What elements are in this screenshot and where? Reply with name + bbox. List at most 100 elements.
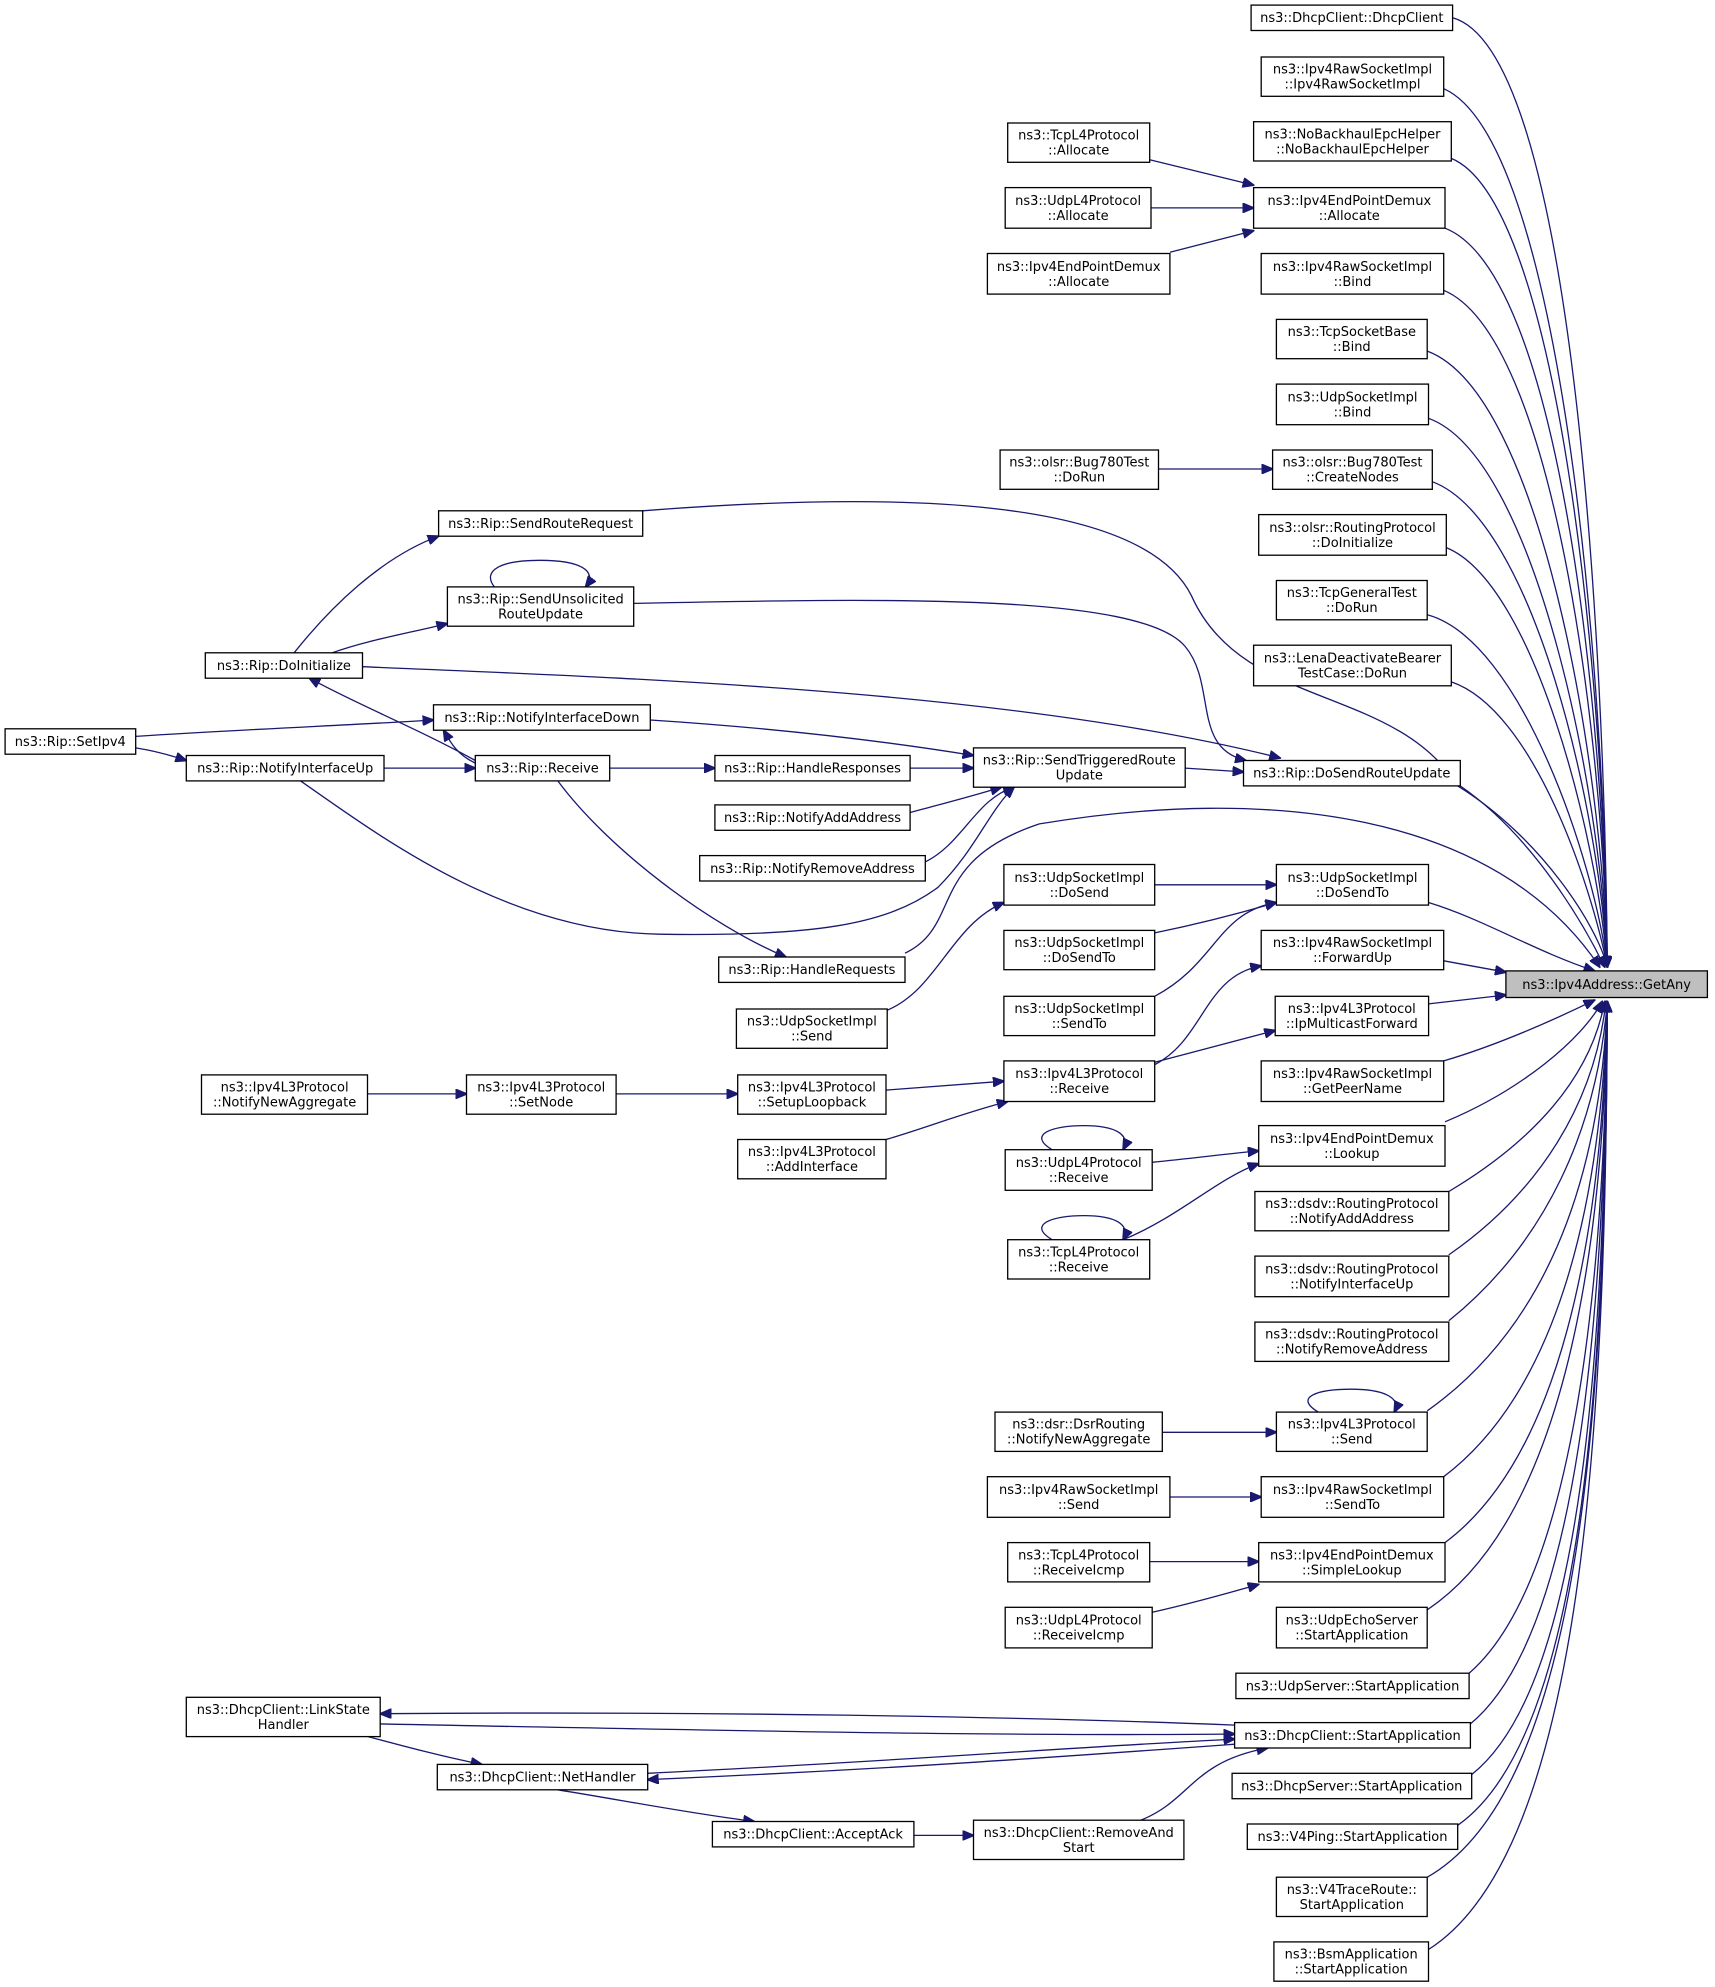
edge-raw_getpeer-to-getany — [1443, 1000, 1595, 1062]
node-udpecho-start[interactable]: ns3::UdpEchoServer::StartApplication — [1275, 1606, 1428, 1649]
node-l3-setnode[interactable]: ns3::Ipv4L3Protocol::SetNode — [465, 1074, 617, 1115]
node-raw-sendto[interactable]: ns3::Ipv4RawSocketImpl::SendTo — [1260, 1476, 1445, 1518]
node-l3-send[interactable]: ns3::Ipv4L3Protocol::Send — [1275, 1411, 1428, 1453]
node-v4ping-start[interactable]: ns3::V4Ping::StartApplication — [1246, 1823, 1459, 1851]
node-rip-handleresp[interactable]: ns3::Rip::HandleResponses — [714, 754, 911, 782]
node-label: ns3::dsdv::RoutingProtocol — [1265, 1197, 1438, 1212]
node-label: ns3::Rip::NotifyAddAddress — [724, 811, 901, 826]
node-box — [999, 449, 1160, 490]
node-demux-simple[interactable]: ns3::Ipv4EndPointDemux::SimpleLookup — [1258, 1541, 1446, 1583]
node-udpl4-allocate[interactable]: ns3::UdpL4Protocol::Allocate — [1004, 186, 1152, 229]
node-bsm-start[interactable]: ns3::BsmApplication::StartApplication — [1273, 1941, 1430, 1982]
node-rip-setipv4[interactable]: ns3::Rip::SetIpv4 — [4, 728, 137, 755]
edge-rip_ifup-to-rip_sendtrig — [300, 780, 1014, 936]
node-label: ::Send — [1331, 1433, 1373, 1448]
node-dhcpclient-start[interactable]: ns3::DhcpClient::StartApplication — [1233, 1721, 1472, 1749]
node-rip-dosend[interactable]: ns3::Rip::DoSendRouteUpdate — [1242, 759, 1461, 787]
node-rip-addaddr[interactable]: ns3::Rip::NotifyAddAddress — [714, 804, 911, 831]
node-udpl4-rxicmp[interactable]: ns3::UdpL4Protocol::ReceiveIcmp — [1004, 1606, 1153, 1649]
node-box — [972, 747, 1186, 788]
edge-rip_receive-to-rip_handlereq — [557, 780, 786, 957]
node-raw-send[interactable]: ns3::Ipv4RawSocketImpl::Send — [986, 1476, 1171, 1518]
edge-bsm_start-to-getany — [1428, 1001, 1608, 1951]
node-tcpl4-allocate[interactable]: ns3::TcpL4Protocol::Allocate — [1007, 122, 1151, 163]
edge-dhcp_linkstate-to-dhcp_nethandler — [367, 1735, 482, 1765]
node-l3-setuplb[interactable]: ns3::Ipv4L3Protocol::SetupLoopback — [737, 1074, 887, 1115]
node-udpsi-dosendto2[interactable]: ns3::UdpSocketImpl::DoSendTo — [1003, 929, 1156, 971]
node-tcpgen-dorun[interactable]: ns3::TcpGeneralTest::DoRun — [1275, 579, 1428, 621]
node-rip-receive[interactable]: ns3::Rip::Receive — [474, 754, 611, 782]
node-udpsi-bind[interactable]: ns3::UdpSocketImpl::Bind — [1275, 383, 1430, 426]
node-tcpl4-rxicmp[interactable]: ns3::TcpL4Protocol::ReceiveIcmp — [1007, 1541, 1151, 1583]
node-tcpl4-receive[interactable]: ns3::TcpL4Protocol::Receive — [1007, 1239, 1151, 1280]
node-bug780-create[interactable]: ns3::olsr::Bug780Test::CreateNodes — [1271, 449, 1433, 490]
node-l3-receive[interactable]: ns3::Ipv4L3Protocol::Receive — [1003, 1060, 1156, 1103]
node-ipv4raw-ctor[interactable]: ns3::Ipv4RawSocketImpl::Ipv4RawSocketImp… — [1260, 56, 1445, 97]
node-dhcp-acceptack[interactable]: ns3::DhcpClient::AcceptAck — [711, 1820, 915, 1848]
node-dhcpclient-ctor[interactable]: ns3::DhcpClient::DhcpClient — [1250, 4, 1454, 32]
node-demux-allocate[interactable]: ns3::Ipv4EndPointDemux::Allocate — [1252, 186, 1446, 229]
node-demux-lookup[interactable]: ns3::Ipv4EndPointDemux::Lookup — [1258, 1124, 1446, 1167]
node-label: ns3::UdpSocketImpl — [747, 1015, 877, 1030]
edge-olsr_doinit-to-getany — [1446, 546, 1607, 968]
node-udpsi-dosend[interactable]: ns3::UdpSocketImpl::DoSend — [1003, 863, 1156, 906]
node-label: ::DoInitialize — [1312, 536, 1393, 551]
node-label: ns3::Ipv4RawSocketImpl — [999, 1483, 1158, 1498]
node-raw-bind[interactable]: ns3::Ipv4RawSocketImpl::Bind — [1260, 252, 1445, 295]
node-rip-ifdown[interactable]: ns3::Rip::NotifyInterfaceDown — [432, 704, 651, 731]
node-nobackhaul-ctor[interactable]: ns3::NoBackhaulEpcHelper::NoBackhaulEpcH… — [1252, 121, 1452, 162]
edge-rip_sendrr-to-getany — [642, 500, 1608, 968]
edge-l3_send-to-getany — [1426, 1001, 1607, 1412]
node-dsr-newagg[interactable]: ns3::dsr::DsrRouting::NotifyNewAggregate — [994, 1411, 1163, 1453]
edge-dsdv_ifup-to-getany — [1448, 1001, 1606, 1256]
node-label: ::Allocate — [1048, 144, 1109, 159]
node-label: ns3::TcpL4Protocol — [1018, 1548, 1139, 1563]
node-l3-ipmcast[interactable]: ns3::Ipv4L3Protocol::IpMulticastForward — [1274, 995, 1430, 1037]
node-udpserver-start[interactable]: ns3::UdpServer::StartApplication — [1235, 1672, 1470, 1700]
node-v4trace-start[interactable]: ns3::V4TraceRoute::StartApplication — [1275, 1876, 1428, 1918]
node-l3-addif[interactable]: ns3::Ipv4L3Protocol::AddInterface — [737, 1138, 887, 1180]
node-box — [737, 1074, 887, 1115]
node-udpl4-receive[interactable]: ns3::UdpL4Protocol::Receive — [1004, 1149, 1153, 1191]
node-dsdv-addaddr[interactable]: ns3::dsdv::RoutingProtocol::NotifyAddAdd… — [1254, 1190, 1450, 1232]
node-getany[interactable]: ns3::Ipv4Address::GetAny — [1505, 970, 1709, 999]
node-tcpsb-bind[interactable]: ns3::TcpSocketBase::Bind — [1275, 318, 1428, 360]
node-label: ns3::Ipv4EndPointDemux — [997, 260, 1161, 275]
node-l3-newagg[interactable]: ns3::Ipv4L3Protocol::NotifyNewAggregate — [200, 1074, 369, 1115]
node-box — [1275, 863, 1430, 906]
node-raw-forwardup[interactable]: ns3::Ipv4RawSocketImpl::ForwardUp — [1260, 929, 1445, 971]
node-label: ::GetPeerName — [1303, 1082, 1402, 1097]
node-dsdv-ifup[interactable]: ns3::dsdv::RoutingProtocol::NotifyInterf… — [1254, 1255, 1450, 1298]
node-udpsi-dosendto[interactable]: ns3::UdpSocketImpl::DoSendTo — [1275, 863, 1430, 906]
node-label: ::Allocate — [1048, 275, 1109, 290]
edge-demux_lookup-to-getany — [1444, 1001, 1602, 1123]
node-rip-sendrr[interactable]: ns3::Rip::SendRouteRequest — [437, 510, 644, 537]
node-rip-rmaddr[interactable]: ns3::Rip::NotifyRemoveAddress — [699, 854, 926, 882]
node-dsdv-rmaddr[interactable]: ns3::dsdv::RoutingProtocol::NotifyRemove… — [1254, 1321, 1450, 1363]
node-udpsi-send[interactable]: ns3::UdpSocketImpl::Send — [735, 1008, 888, 1049]
node-label: ns3::TcpL4Protocol — [1018, 1245, 1139, 1260]
node-bug780-dorun[interactable]: ns3::olsr::Bug780Test::DoRun — [999, 449, 1160, 490]
node-dhcp-nethandler[interactable]: ns3::DhcpClient::NetHandler — [436, 1763, 649, 1791]
node-olsr-doinit[interactable]: ns3::olsr::RoutingProtocol::DoInitialize — [1258, 513, 1447, 556]
node-dhcpserver-start[interactable]: ns3::DhcpServer::StartApplication — [1231, 1772, 1473, 1800]
node-rip-doinit[interactable]: ns3::Rip::DoInitialize — [204, 652, 364, 679]
node-box — [986, 1476, 1171, 1518]
node-udpsi-sendto[interactable]: ns3::UdpSocketImpl::SendTo — [1003, 995, 1156, 1037]
edge-udpsi_send-to-udpsi_dosend — [887, 903, 1004, 1011]
edge-dhcp_linkstate-to-dhcpclient_start — [380, 1723, 1234, 1735]
edge-rip_sendunsol-to-rip_dosend — [633, 599, 1246, 760]
node-box — [737, 1138, 887, 1180]
node-rip-ifup[interactable]: ns3::Rip::NotifyInterfaceUp — [185, 754, 385, 782]
node-label: ns3::Rip::SetIpv4 — [15, 735, 126, 750]
node-raw-getpeer[interactable]: ns3::Ipv4RawSocketImpl::GetPeerName — [1260, 1060, 1445, 1103]
node-rip-handlereq[interactable]: ns3::Rip::HandleRequests — [718, 956, 906, 984]
node-demux-allocate2[interactable]: ns3::Ipv4EndPointDemux::Allocate — [986, 252, 1171, 295]
node-label: ::DoRun — [1326, 601, 1378, 616]
edge-raw_sendto-to-getany — [1443, 1001, 1608, 1478]
